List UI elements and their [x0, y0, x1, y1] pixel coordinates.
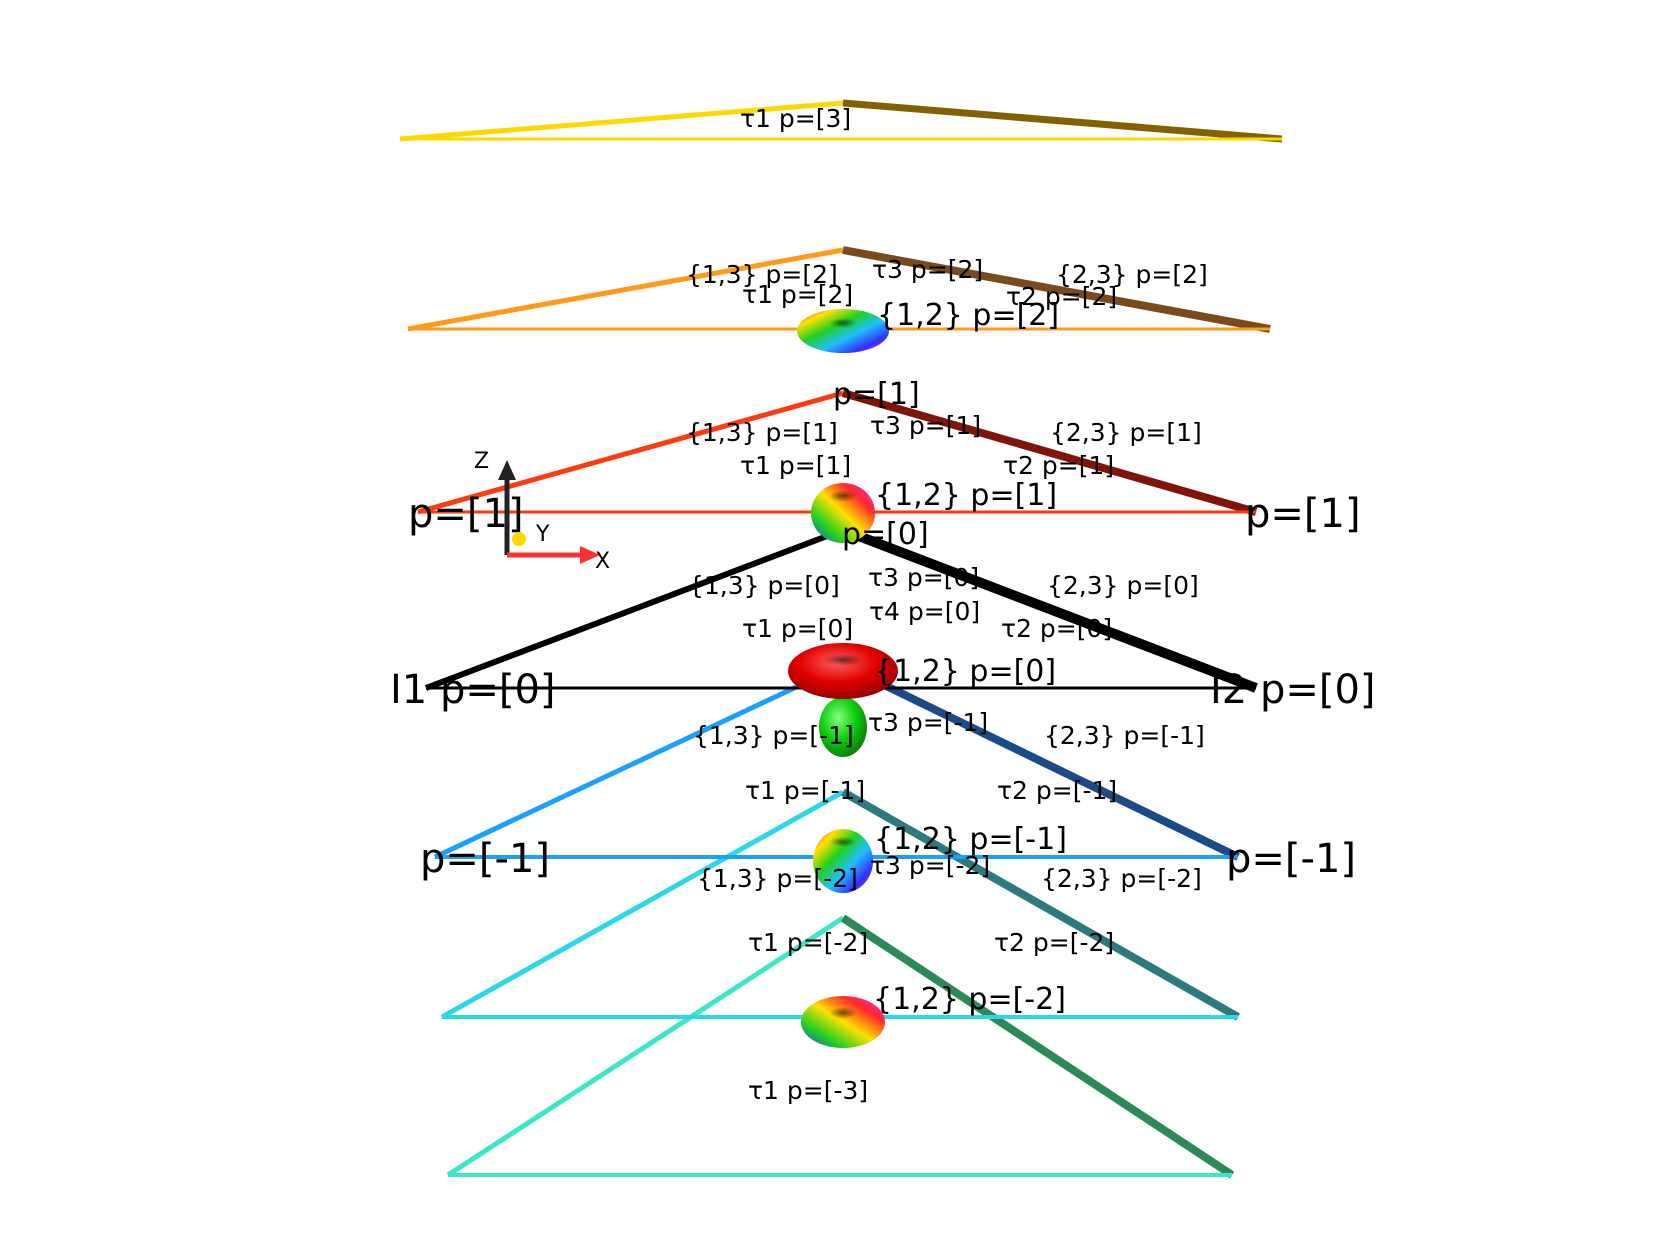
label-left-vertex-level-0: I1 p=[0]	[390, 667, 556, 713]
torus-glyph-level-m1	[813, 829, 873, 893]
triangle-edge	[842, 99, 1283, 143]
triangle-edge	[841, 525, 1258, 693]
label-tau3-level-1: τ3 p=[1]	[870, 411, 981, 440]
triangle-edge	[841, 661, 1240, 861]
label-pair12-level-m2: {1,2} p=[-2]	[873, 982, 1066, 1017]
label-pair12-level-1: {1,2} p=[1]	[875, 478, 1057, 513]
label-pair13-level-2: {1,3} p=[2]	[686, 260, 838, 289]
label-tau2-level-2: τ2 p=[2]	[1006, 282, 1117, 311]
triangle-level-3	[399, 99, 1283, 143]
triangle-edge	[424, 527, 845, 691]
label-pair12-level-m1: {1,2} p=[-1]	[874, 822, 1067, 857]
label-tau1-level-3: τ1 p=[3]	[740, 104, 851, 133]
triangle-edge	[842, 246, 1271, 333]
label-tau3-level-2: τ3 p=[2]	[872, 255, 983, 284]
triangle-edge	[407, 247, 844, 332]
label-tau2-level-1: τ2 p=[1]	[1003, 451, 1114, 480]
label-pair23-level-0: {2,3} p=[0]	[1047, 571, 1199, 600]
label-tau2-level-0: τ2 p=[0]	[1001, 614, 1112, 643]
label-right-vertex-level-0: I2 p=[0]	[1210, 667, 1376, 713]
label-tau3-level-0: τ3 p=[0]	[868, 563, 979, 592]
label-right-vertex-level-1: p=[1]	[1245, 491, 1361, 537]
triangle-edge	[841, 389, 1258, 516]
label-tau1-level-2: τ1 p=[2]	[742, 280, 853, 309]
triangle-level-m2	[440, 788, 1240, 1021]
label-tau3-level-m2: τ3 p=[-2]	[870, 851, 990, 880]
green-lobe-icon	[819, 697, 867, 757]
x-arrowhead-icon	[580, 546, 600, 564]
label-pair13-level-1: {1,3} p=[1]	[686, 418, 838, 447]
label-tau1-level-0: τ1 p=[0]	[742, 614, 853, 643]
label-tau1-level-m3: τ1 p=[-3]	[748, 1076, 868, 1105]
label-left-vertex-level-m1: p=[-1]	[420, 836, 550, 882]
axes-triad: Z Y X	[474, 449, 610, 574]
red-torus-icon	[788, 643, 898, 699]
label-apex-level-0: p=[0]	[842, 517, 929, 552]
label-pair13-level-m2: {1,3} p=[-2]	[697, 864, 858, 893]
label-tau3-level-m1: τ3 p=[-1]	[868, 708, 988, 737]
label-pair23-level-1: {2,3} p=[1]	[1050, 418, 1202, 447]
label-pair13-level-m1: {1,3} p=[-1]	[693, 721, 854, 750]
label-left-vertex-level-1: p=[1]	[408, 491, 524, 537]
triangle-edge	[433, 662, 845, 860]
y-axis-label: Y	[535, 522, 550, 547]
z-arrowhead-icon	[498, 460, 516, 480]
triangle-edge	[440, 789, 845, 1020]
triangle-level-m3	[446, 914, 1235, 1179]
z-axis-label: Z	[474, 449, 489, 474]
triangle-edge	[841, 788, 1240, 1021]
triangle-edge	[840, 914, 1235, 1179]
label-tau4-level-0: τ4 p=[0]	[869, 597, 980, 626]
label-tau2-level-m2: τ2 p=[-2]	[994, 928, 1114, 957]
torus-glyph-level-0	[788, 643, 898, 757]
y-axis-icon	[512, 532, 526, 546]
triangle-edge	[399, 100, 844, 142]
label-pair23-level-2: {2,3} p=[2]	[1056, 260, 1208, 289]
label-tau1-level-m1: τ1 p=[-1]	[745, 776, 865, 805]
label-apex-level-1: p=[1]	[833, 377, 920, 412]
label-pair13-level-0: {1,3} p=[0]	[688, 571, 840, 600]
label-pair23-level-m1: {2,3} p=[-1]	[1044, 721, 1205, 750]
label-tau1-level-m2: τ1 p=[-2]	[748, 928, 868, 957]
torus-glyph-level-2	[797, 309, 889, 353]
label-right-vertex-level-m1: p=[-1]	[1226, 836, 1356, 882]
label-pair12-level-0: {1,2} p=[0]	[874, 654, 1056, 689]
torus-glyph-level-1	[811, 483, 875, 543]
label-tau1-level-1: τ1 p=[1]	[740, 451, 851, 480]
triangle-edge	[417, 390, 844, 515]
label-tau2-level-m1: τ2 p=[-1]	[997, 776, 1117, 805]
x-axis-label: X	[595, 549, 610, 574]
triangle-edge	[446, 915, 845, 1178]
label-pair12-level-2: {1,2} p=[2]	[877, 298, 1059, 333]
torus-glyph-level-m2	[801, 996, 885, 1048]
label-pair23-level-m2: {2,3} p=[-2]	[1041, 864, 1202, 893]
